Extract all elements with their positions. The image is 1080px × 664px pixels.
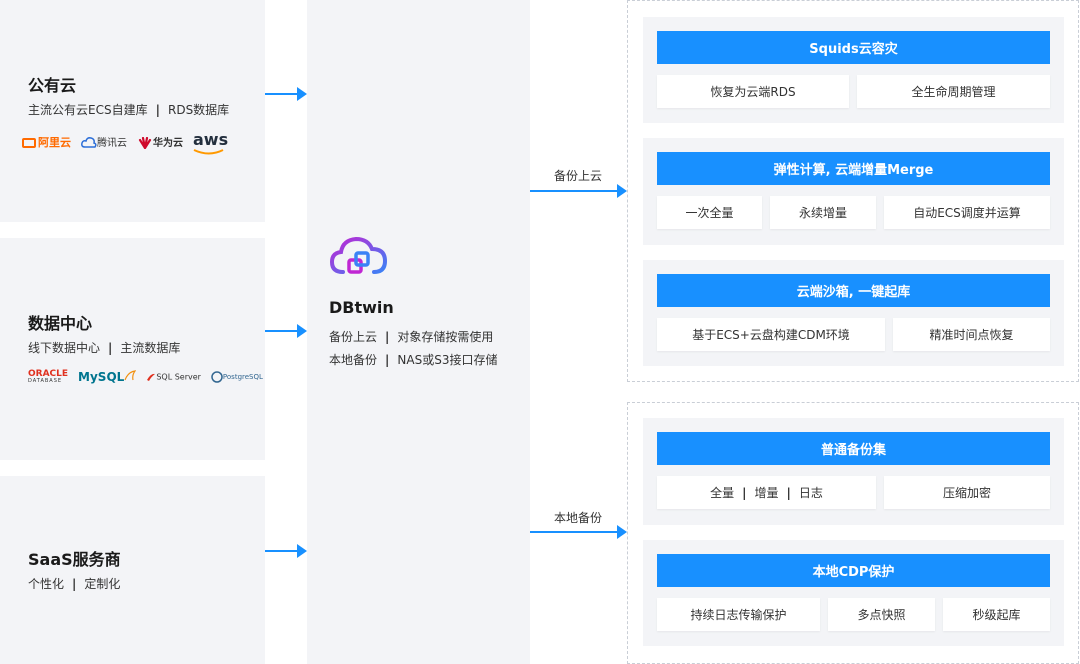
sqlserver-logo: SQL Server bbox=[146, 372, 201, 382]
card-cloud-sandbox: 云端沙箱, 一键起库 基于ECS+云盘构建CDM环境 精准时间点恢复 bbox=[643, 260, 1064, 366]
card-header: 云端沙箱, 一键起库 bbox=[657, 274, 1050, 307]
feature-chip: 秒级起库 bbox=[943, 598, 1050, 631]
dbtwin-cloud-backup-line: 备份上云|对象存储按需使用 bbox=[329, 330, 494, 344]
feature-chip: 一次全量 bbox=[657, 196, 762, 229]
source-title: 数据中心 bbox=[28, 314, 93, 333]
feature-chip: 压缩加密 bbox=[884, 476, 1050, 509]
card-local-cdp: 本地CDP保护 持续日志传输保护 多点快照 秒级起库 bbox=[643, 540, 1064, 646]
mysql-logo: MySQL bbox=[78, 370, 137, 384]
card-squids-dr: Squids云容灾 恢复为云端RDS 全生命周期管理 bbox=[643, 17, 1064, 123]
feature-chip: 精准时间点恢复 bbox=[893, 318, 1050, 351]
oracle-logo: ORACLE DATABASE bbox=[28, 369, 69, 384]
source-sub-item: 定制化 bbox=[84, 577, 121, 591]
postgresql-logo: PostgreSQL bbox=[211, 371, 263, 383]
arrow-label-local-backup: 本地备份 bbox=[554, 511, 603, 525]
source-panel-datacenter: 数据中心 线下数据中心 | 主流数据库 ORACLE DATABASE MySQL … bbox=[0, 238, 265, 460]
source-sub-item: 线下数据中心 bbox=[28, 341, 101, 355]
aws-smile-icon bbox=[193, 149, 224, 155]
card-header: 弹性计算, 云端增量Merge bbox=[657, 152, 1050, 185]
dbtwin-title: DBtwin bbox=[329, 298, 394, 317]
feature-chip: 自动ECS调度并运算 bbox=[884, 196, 1050, 229]
arrow-dbtwin-to-local bbox=[530, 525, 627, 539]
tencent-cloud-icon bbox=[81, 137, 97, 148]
source-sub-item: 主流数据库 bbox=[120, 341, 181, 355]
source-panel-public-cloud: 公有云 主流公有云ECS自建库 | RDS数据库 阿里云 腾讯云 华为云 aws bbox=[0, 0, 265, 222]
separator: | bbox=[155, 103, 160, 117]
feature-chip: 恢复为云端RDS bbox=[657, 75, 849, 108]
feature-chip: 持续日志传输保护 bbox=[657, 598, 820, 631]
elephant-icon bbox=[211, 371, 223, 383]
card-elastic-compute: 弹性计算, 云端增量Merge 一次全量 永续增量 自动ECS调度并运算 bbox=[643, 138, 1064, 245]
feature-chip: 全生命周期管理 bbox=[857, 75, 1050, 108]
separator: | bbox=[72, 577, 77, 591]
source-subtitle: 线下数据中心 | 主流数据库 bbox=[28, 339, 180, 356]
arrow-public-cloud-to-dbtwin bbox=[265, 87, 307, 101]
cloud-backup-group bbox=[627, 0, 1079, 382]
card-standard-backup-set: 普通备份集 全量|增量|日志 压缩加密 bbox=[643, 418, 1064, 525]
source-sub-item: RDS数据库 bbox=[167, 103, 230, 117]
aliyun-logo: 阿里云 bbox=[22, 134, 71, 150]
arrow-datacenter-to-dbtwin bbox=[265, 324, 307, 338]
aliyun-icon bbox=[22, 137, 36, 148]
card-header: 普通备份集 bbox=[657, 432, 1050, 465]
source-title: 公有云 bbox=[28, 76, 77, 95]
card-header: Squids云容灾 bbox=[657, 31, 1050, 64]
arrow-dbtwin-to-cloud bbox=[530, 184, 627, 198]
card-header: 本地CDP保护 bbox=[657, 554, 1050, 587]
source-subtitle: 主流公有云ECS自建库 | RDS数据库 bbox=[28, 101, 229, 118]
sqlserver-icon bbox=[147, 373, 156, 381]
source-title: SaaS服务商 bbox=[28, 550, 121, 569]
database-logos: ORACLE DATABASE MySQL SQL Server Postgre… bbox=[28, 369, 263, 385]
dbtwin-panel: DBtwin 备份上云|对象存储按需使用 本地备份|NAS或S3接口存储 bbox=[307, 0, 530, 664]
dbtwin-local-backup-line: 本地备份|NAS或S3接口存储 bbox=[329, 353, 498, 367]
aws-logo: aws bbox=[193, 130, 228, 155]
separator: | bbox=[108, 341, 113, 355]
dolphin-icon bbox=[124, 370, 137, 381]
huawei-icon bbox=[138, 136, 152, 150]
feature-chip: 永续增量 bbox=[770, 196, 876, 229]
feature-chip-group: 全量|增量|日志 bbox=[657, 476, 876, 509]
feature-chip: 多点快照 bbox=[828, 598, 935, 631]
source-sub-item: 个性化 bbox=[28, 577, 65, 591]
source-panel-saas: SaaS服务商 个性化 | 定制化 bbox=[0, 476, 265, 664]
source-sub-item: 主流公有云ECS自建库 bbox=[28, 103, 148, 117]
feature-chip: 基于ECS+云盘构建CDM环境 bbox=[657, 318, 885, 351]
dbtwin-cloud-icon bbox=[329, 236, 388, 274]
arrow-label-cloud-backup: 备份上云 bbox=[554, 169, 603, 183]
huawei-cloud-logo: 华为云 bbox=[137, 134, 183, 150]
cloud-logos: 阿里云 腾讯云 华为云 aws bbox=[22, 130, 228, 155]
source-subtitle: 个性化 | 定制化 bbox=[28, 575, 120, 592]
tencent-cloud-logo: 腾讯云 bbox=[81, 134, 127, 149]
arrow-saas-to-dbtwin bbox=[265, 544, 307, 558]
